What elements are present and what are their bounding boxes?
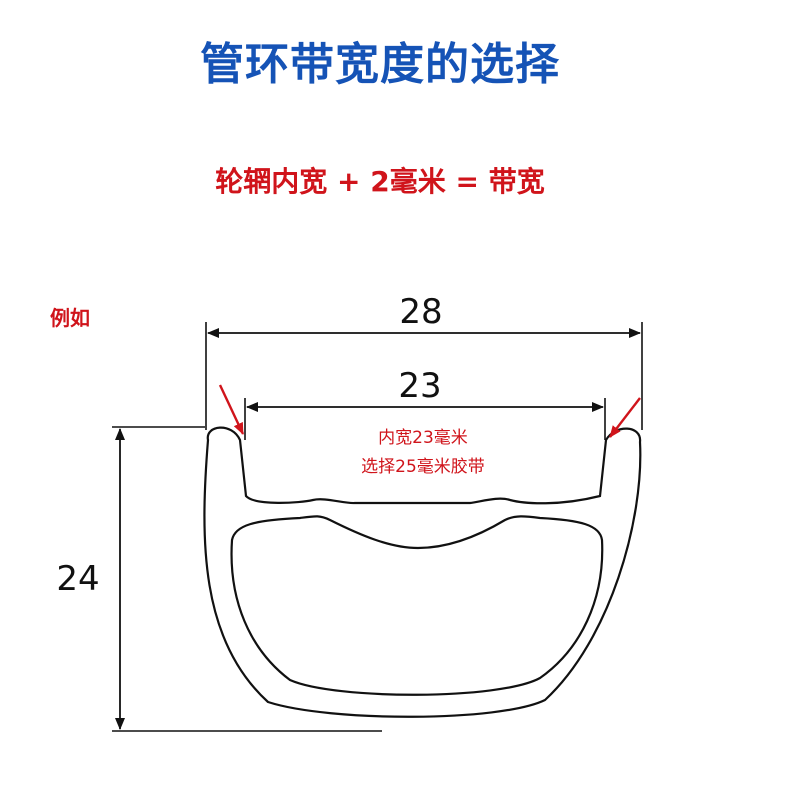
note-tape-choice: 选择25毫米胶带 bbox=[361, 457, 485, 477]
inner-width-label: 23 bbox=[398, 366, 441, 406]
outer-width-label: 28 bbox=[399, 292, 442, 332]
example-label: 例如 bbox=[50, 306, 90, 330]
height-label: 24 bbox=[56, 559, 99, 599]
rim-outer-profile bbox=[203, 426, 642, 718]
rim-inner-chamber bbox=[230, 515, 604, 696]
page-title: 管环带宽度的选择 bbox=[200, 39, 560, 90]
right-bead-pointer-arrow bbox=[609, 397, 641, 438]
note-inner-width: 内宽23毫米 bbox=[378, 428, 468, 448]
formula-text: 轮辋内宽 + 2毫米 = 带宽 bbox=[215, 165, 545, 198]
left-bead-pointer-arrow bbox=[218, 384, 245, 435]
